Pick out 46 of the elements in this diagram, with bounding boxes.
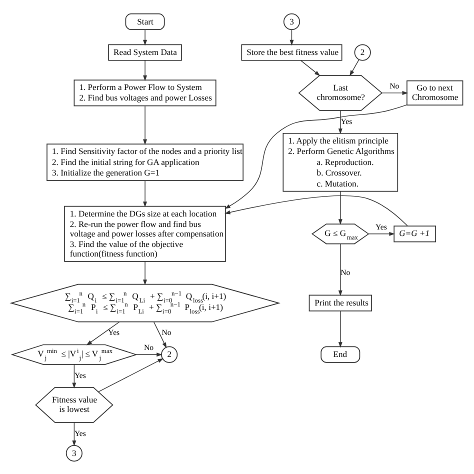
- arrow: [224, 104, 408, 208]
- arrow: [300, 60, 320, 76]
- node-circle: 3: [283, 12, 300, 30]
- node-box: 1. Perform a Power Flow to System 2. Find bus voltages and power Losses: [74, 79, 216, 106]
- edge-label: No: [162, 328, 172, 337]
- node-box: Print the results: [308, 294, 372, 311]
- edge-label: Yes: [340, 116, 352, 126]
- edge-label: No: [340, 267, 350, 276]
- edge-label: No: [390, 81, 400, 90]
- arrow: [143, 29, 148, 46]
- arrow: [290, 29, 294, 46]
- arrow: [350, 58, 360, 76]
- arrow: [338, 110, 342, 134]
- edge-label: Yes: [376, 222, 387, 231]
- arrow: [338, 242, 342, 296]
- arrow: [382, 90, 408, 94]
- node-circle: 2: [354, 44, 371, 60]
- arrow: [368, 231, 395, 236]
- arrow: [338, 190, 342, 224]
- arrow: [143, 105, 148, 144]
- arrow: [338, 310, 342, 348]
- arrow: [136, 352, 162, 356]
- arrow: [153, 321, 167, 348]
- node-circle: 3: [66, 444, 82, 462]
- node-box: 1. Determine the DGs size at each location 2. Re-run the power flow and find bus voltage and power losses after compensation 3. Find the value of the objective function(fitness function): [64, 205, 226, 262]
- edge-label: No: [144, 342, 154, 352]
- arrow: [86, 321, 120, 345]
- node-box: Start: [125, 12, 165, 30]
- arrow: [72, 364, 76, 388]
- node-box: Read System Data: [108, 44, 182, 60]
- node-box: 1. Find Sensitivity factor of the nodes and a priority list 2. Find the initial string for GA application 3. Initialize the generation G=1: [46, 143, 244, 181]
- arrow: [72, 422, 76, 446]
- node-box: Go to next Chromosome: [406, 80, 464, 106]
- arrow: [143, 60, 148, 81]
- node-box: Store the best fitness value: [241, 44, 342, 60]
- arrow: [143, 260, 148, 285]
- edge-label: Yes: [74, 370, 86, 380]
- arrow: [224, 194, 408, 226]
- node-circle: 2: [161, 346, 178, 362]
- edge-label: Yes: [108, 328, 120, 337]
- edge-label: Yes: [74, 428, 86, 438]
- node-box: End: [320, 346, 360, 362]
- arrow: [143, 180, 148, 207]
- arrow: [98, 358, 164, 392]
- node-box: 1. Apply the elitism principle 2. Perform Genetic Algorithms a. Reproduction. b. Crossover. c. Mutation.: [282, 132, 398, 192]
- node-box: G=G +1: [394, 225, 436, 242]
